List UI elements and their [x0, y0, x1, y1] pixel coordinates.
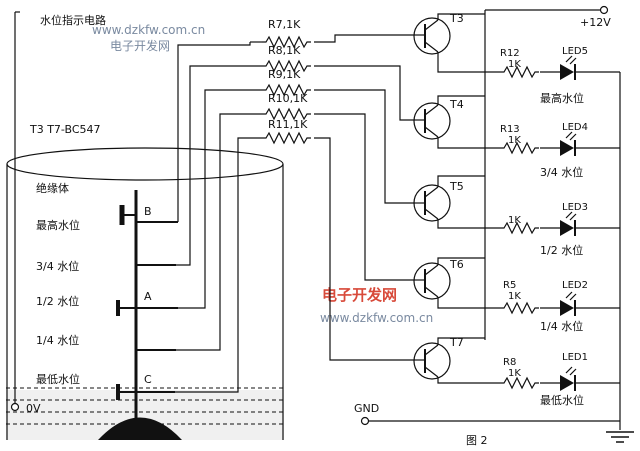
- probe-label-b: B: [144, 205, 152, 218]
- resistor-r11: [262, 131, 311, 145]
- figure-label: 图 2: [466, 434, 488, 447]
- led5: [540, 55, 620, 80]
- base-wire-t4: [314, 65, 415, 121]
- watermark-url-top: www.dzkfw.com.cn: [92, 23, 205, 37]
- resistor-r9: [262, 83, 311, 97]
- resistor-label: R11,1K: [268, 118, 308, 131]
- base-wire-t5: [314, 89, 415, 204]
- diagram-title: 水位指示电路: [40, 13, 106, 27]
- led-resistor-value: 1K: [508, 215, 521, 226]
- resistor-r10: [262, 107, 311, 121]
- resistor-led3: [500, 221, 539, 235]
- transistor-t3: [413, 13, 500, 73]
- resistor-r7: [262, 35, 311, 49]
- transistor-label: T4: [449, 98, 464, 111]
- led-label: LED1: [562, 352, 588, 363]
- resistor-label: R10,1K: [268, 92, 308, 105]
- transistor-label: T6: [449, 258, 464, 271]
- insulator-label: 绝缘体: [36, 181, 69, 195]
- transistor-t6: [413, 257, 500, 309]
- tank-level-label: 3/4 水位: [36, 259, 79, 273]
- ground-symbol: [606, 431, 634, 443]
- tank-level-label: 1/2 水位: [36, 294, 79, 308]
- led-label: LED3: [562, 202, 588, 213]
- tank-level-label: 最低水位: [36, 372, 80, 386]
- led-level-label: 3/4 水位: [540, 165, 583, 179]
- base-wire-t3: [314, 34, 415, 43]
- base-wires: [314, 34, 415, 361]
- led-label: LED2: [562, 280, 588, 291]
- led-resistor-name: R13: [500, 124, 520, 135]
- level-electrodes: [116, 205, 178, 400]
- resistor-r8: [262, 59, 311, 73]
- transistor-label: T7: [449, 336, 464, 349]
- water-tank: [6, 147, 284, 440]
- zero-volt-label: 0V: [26, 402, 41, 415]
- probe-wires: [175, 41, 262, 393]
- led3: [540, 211, 620, 236]
- base-wire-t7: [314, 137, 415, 361]
- transistor-label: T5: [449, 180, 464, 193]
- probe-wire-three-quarter: [176, 65, 262, 266]
- led-resistor-value: 1K: [508, 59, 521, 70]
- probe-wire-quarter: [176, 113, 262, 351]
- probe-wire-lowest: [175, 137, 262, 393]
- tank-level-label: 最高水位: [36, 218, 80, 232]
- resistor-label: R9,1K: [268, 68, 301, 81]
- led-resistor-name: R8: [503, 357, 516, 368]
- zero-volt-terminal: [10, 402, 20, 412]
- transistor-t5: [413, 175, 500, 229]
- resistor-label: R8,1K: [268, 44, 301, 57]
- tank-top-ellipse: [6, 147, 284, 181]
- supply-label: +12V: [580, 16, 611, 29]
- resistor-r12: [500, 65, 539, 79]
- probe-label-a: A: [144, 290, 152, 303]
- supply-terminal: [599, 5, 609, 15]
- led-resistor-value: 1K: [508, 291, 521, 302]
- led4: [540, 131, 620, 156]
- watermark-url-center: www.dzkfw.com.cn: [320, 311, 433, 325]
- resistor-r8-led: [500, 376, 539, 390]
- led-resistors: [500, 65, 539, 390]
- led-resistor-name: R12: [500, 48, 520, 59]
- watermark-name-top: 电子开发网: [110, 38, 170, 53]
- tank-level-label: 1/4 水位: [36, 333, 79, 347]
- resistor-r5: [500, 301, 539, 315]
- resistor-label: R7,1K: [268, 18, 301, 31]
- probe-base: [98, 417, 182, 440]
- led-resistor-value: 1K: [508, 368, 521, 379]
- led-label: LED5: [562, 46, 588, 57]
- probe-label-c: C: [144, 373, 152, 386]
- led-level-label: 1/4 水位: [540, 319, 583, 333]
- led-resistor-value: 1K: [508, 135, 521, 146]
- resistor-r13: [500, 141, 539, 155]
- probe-wire-half: [178, 89, 262, 309]
- led2: [540, 291, 620, 316]
- led1: [540, 366, 620, 391]
- led-level-label: 最低水位: [540, 393, 584, 407]
- ground-label: GND: [354, 402, 379, 415]
- probe-wire-highest: [177, 42, 251, 222]
- ground-terminal: [360, 416, 370, 426]
- transistor-note: T3 T7-BC547: [29, 123, 101, 136]
- transistor-t4: [413, 95, 500, 149]
- base-resistors: [262, 35, 311, 145]
- transistor-t7: [413, 337, 500, 384]
- led-level-label: 1/2 水位: [540, 243, 583, 257]
- base-wire-t6: [314, 113, 415, 281]
- led-resistor-name: R5: [503, 280, 516, 291]
- transistor-label: T3: [449, 12, 464, 25]
- watermark-name-center: 电子开发网: [322, 286, 397, 304]
- led-level-label: 最高水位: [540, 91, 584, 105]
- led-label: LED4: [562, 122, 588, 133]
